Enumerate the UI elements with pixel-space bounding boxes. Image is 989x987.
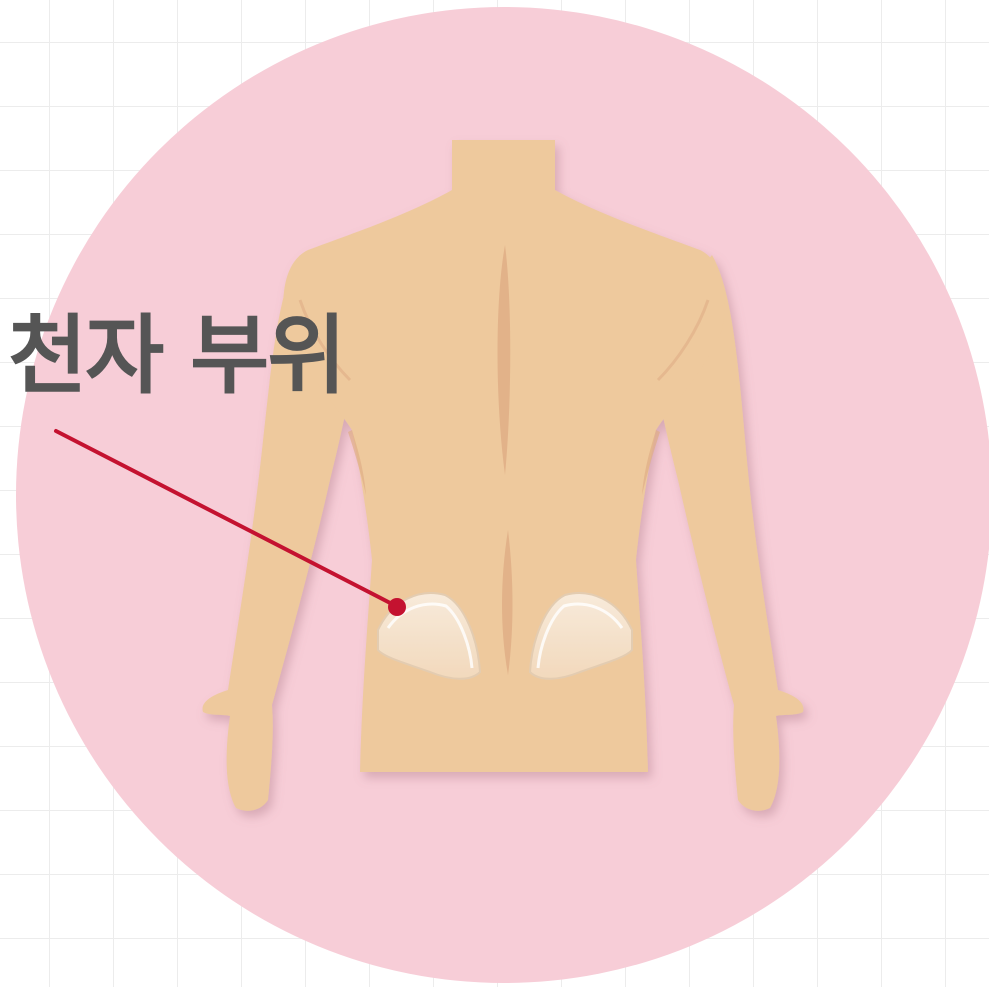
pointer-dot [388,598,406,616]
puncture-site-label: 천자 부위 [8,306,344,406]
